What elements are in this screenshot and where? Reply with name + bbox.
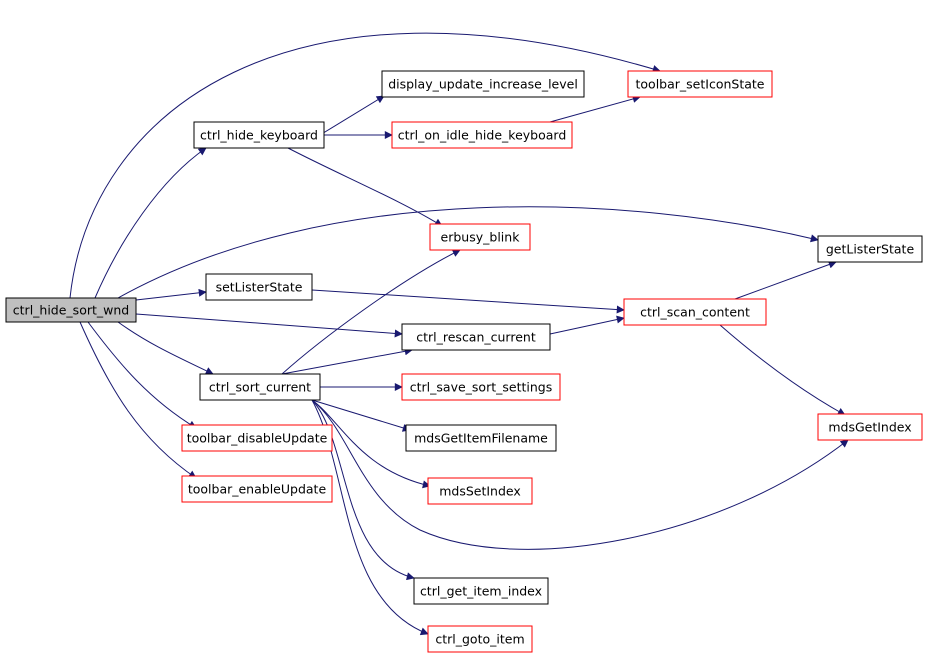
node-mdsGetIndex[interactable]: mdsGetIndex (817, 413, 923, 441)
node-box (623, 298, 767, 326)
node-box (199, 373, 321, 401)
node-ctrl_save_sort_settings[interactable]: ctrl_save_sort_settings (401, 373, 561, 401)
node-ctrl_scan_content[interactable]: ctrl_scan_content (623, 298, 767, 326)
node-toolbar_setIconState[interactable]: toolbar_setIconState (627, 70, 773, 98)
node-label: mdsSetIndex (439, 484, 521, 499)
node-ctrl_sort_current[interactable]: ctrl_sort_current (199, 373, 321, 401)
node-box (401, 323, 551, 351)
node-label: ctrl_on_idle_hide_keyboard (398, 128, 567, 143)
edge-ctrl_sort_current-to-erbusy_blink (281, 249, 461, 375)
node-ctrl_hide_sort_wnd[interactable]: ctrl_hide_sort_wnd (5, 297, 137, 323)
node-ctrl_goto_item[interactable]: ctrl_goto_item (427, 625, 533, 653)
node-label: toolbar_setIconState (636, 77, 765, 92)
node-label: ctrl_save_sort_settings (410, 380, 552, 395)
node-ctrl_on_idle_hide_keyboard[interactable]: ctrl_on_idle_hide_keyboard (391, 121, 573, 149)
node-label: toolbar_disableUpdate (187, 431, 328, 446)
edge-ctrl_sort_current-to-mdsGetItemFilename (311, 399, 411, 432)
edge-ctrl_sort_current-to-mdsGetIndex (311, 399, 849, 550)
edge-ctrl_hide_sort_wnd-to-toolbar_setIconState (69, 32, 661, 299)
node-label: ctrl_rescan_current (416, 330, 536, 345)
edge-ctrl_scan_content-to-getListerState (734, 260, 837, 300)
node-box (429, 223, 531, 251)
node-mdsSetIndex[interactable]: mdsSetIndex (427, 477, 533, 505)
node-box (413, 577, 549, 605)
edge-ctrl_hide_sort_wnd-to-ctrl_rescan_current (135, 313, 403, 338)
node-box (405, 424, 557, 452)
node-box (205, 273, 313, 301)
edge-ctrl_sort_current-to-ctrl_get_item_index (311, 399, 415, 581)
node-box (427, 625, 533, 653)
edge-ctrl_hide_keyboard-to-display_update_increase_level (319, 95, 385, 136)
edges-layer (69, 32, 849, 636)
node-getListerState[interactable]: getListerState (817, 235, 923, 263)
node-label: ctrl_sort_current (209, 380, 311, 395)
node-toolbar_enableUpdate[interactable]: toolbar_enableUpdate (181, 475, 333, 503)
node-box (193, 121, 325, 149)
node-display_update_increase_level[interactable]: display_update_increase_level (381, 70, 585, 98)
edge-ctrl_hide_sort_wnd-to-ctrl_sort_current (117, 321, 214, 375)
edge-ctrl_hide_sort_wnd-to-toolbar_enableUpdate (79, 321, 197, 479)
node-label: ctrl_hide_sort_wnd (13, 303, 129, 318)
node-box (817, 235, 923, 263)
node-box (627, 70, 773, 98)
node-label: setListerState (216, 280, 303, 295)
node-mdsGetItemFilename[interactable]: mdsGetItemFilename (405, 424, 557, 452)
edge-setListerState-to-ctrl_scan_content (311, 289, 625, 314)
node-label: ctrl_scan_content (640, 305, 750, 320)
node-label: toolbar_enableUpdate (188, 482, 327, 497)
node-box (401, 373, 561, 401)
node-label: mdsGetIndex (828, 420, 911, 435)
node-label: display_update_increase_level (388, 77, 578, 92)
node-label: ctrl_goto_item (435, 632, 524, 647)
edge-ctrl_hide_sort_wnd-to-setListerState (135, 288, 207, 301)
node-toolbar_disableUpdate[interactable]: toolbar_disableUpdate (181, 424, 333, 452)
node-erbusy_blink[interactable]: erbusy_blink (429, 223, 531, 251)
node-ctrl_get_item_index[interactable]: ctrl_get_item_index (413, 577, 549, 605)
node-box (427, 477, 533, 505)
node-box (817, 413, 923, 441)
node-label: ctrl_get_item_index (420, 584, 542, 599)
edge-ctrl_hide_sort_wnd-to-getListerState (117, 206, 819, 299)
nodes-layer: ctrl_hide_sort_wnd ctrl_hide_keyboard disp… (5, 70, 923, 653)
node-box (181, 424, 333, 452)
edge-ctrl_hide_sort_wnd-to-ctrl_hide_keyboard (94, 147, 207, 299)
edge-ctrl_rescan_current-to-ctrl_scan_content (549, 315, 625, 335)
node-box (391, 121, 573, 149)
node-box (181, 475, 333, 503)
node-ctrl_rescan_current[interactable]: ctrl_rescan_current (401, 323, 551, 351)
edge-ctrl_hide_sort_wnd-to-toolbar_disableUpdate (87, 321, 197, 429)
node-label: erbusy_blink (441, 230, 521, 245)
node-box (5, 297, 137, 323)
node-label: getListerState (826, 242, 915, 257)
node-ctrl_hide_keyboard[interactable]: ctrl_hide_keyboard (193, 121, 325, 149)
edge-ctrl_on_idle_hide_keyboard-to-toolbar_setIconState (549, 95, 641, 123)
node-setListerState[interactable]: setListerState (205, 273, 313, 301)
node-label: mdsGetItemFilename (414, 431, 548, 446)
edge-ctrl_hide_keyboard-to-erbusy_blink (287, 147, 443, 227)
edge-ctrl_scan_content-to-mdsGetIndex (719, 324, 846, 416)
node-label: ctrl_hide_keyboard (200, 128, 318, 143)
node-box (381, 70, 585, 98)
edge-ctrl_sort_current-to-ctrl_rescan_current (281, 347, 413, 375)
